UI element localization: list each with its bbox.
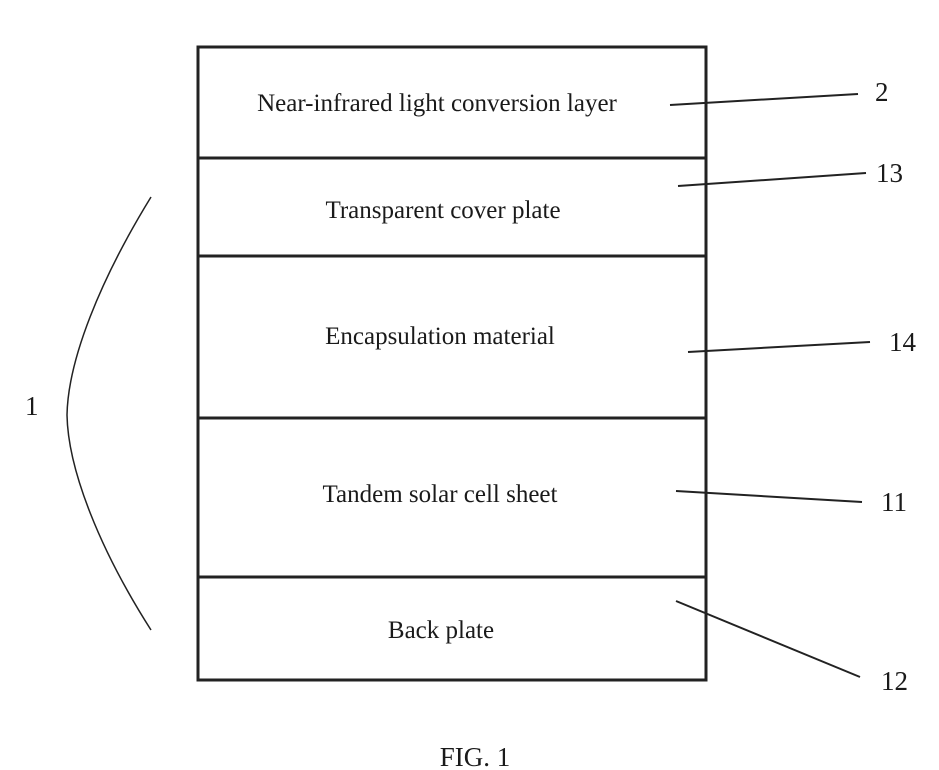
ref-numeral-12: 12	[881, 666, 908, 696]
ref-numeral-13: 13	[876, 158, 903, 188]
leader-line-14	[688, 342, 870, 352]
layer-label-back-plate: Back plate	[388, 617, 494, 644]
layer-label-tandem-cell: Tandem solar cell sheet	[323, 481, 558, 508]
layer-stack	[198, 47, 706, 680]
layer-label-near-infrared: Near-infrared light conversion layer	[257, 90, 617, 117]
ref-numeral-14: 14	[889, 327, 917, 357]
group-brace	[67, 197, 151, 630]
ref-numeral-11: 11	[881, 487, 907, 517]
layer-label-encapsulation: Encapsulation material	[325, 323, 555, 350]
layer-label-transparent-cover: Transparent cover plate	[325, 197, 560, 224]
figure-caption: FIG. 1	[440, 742, 511, 770]
group-ref-numeral: 1	[25, 391, 39, 421]
ref-numeral-2: 2	[875, 77, 889, 107]
